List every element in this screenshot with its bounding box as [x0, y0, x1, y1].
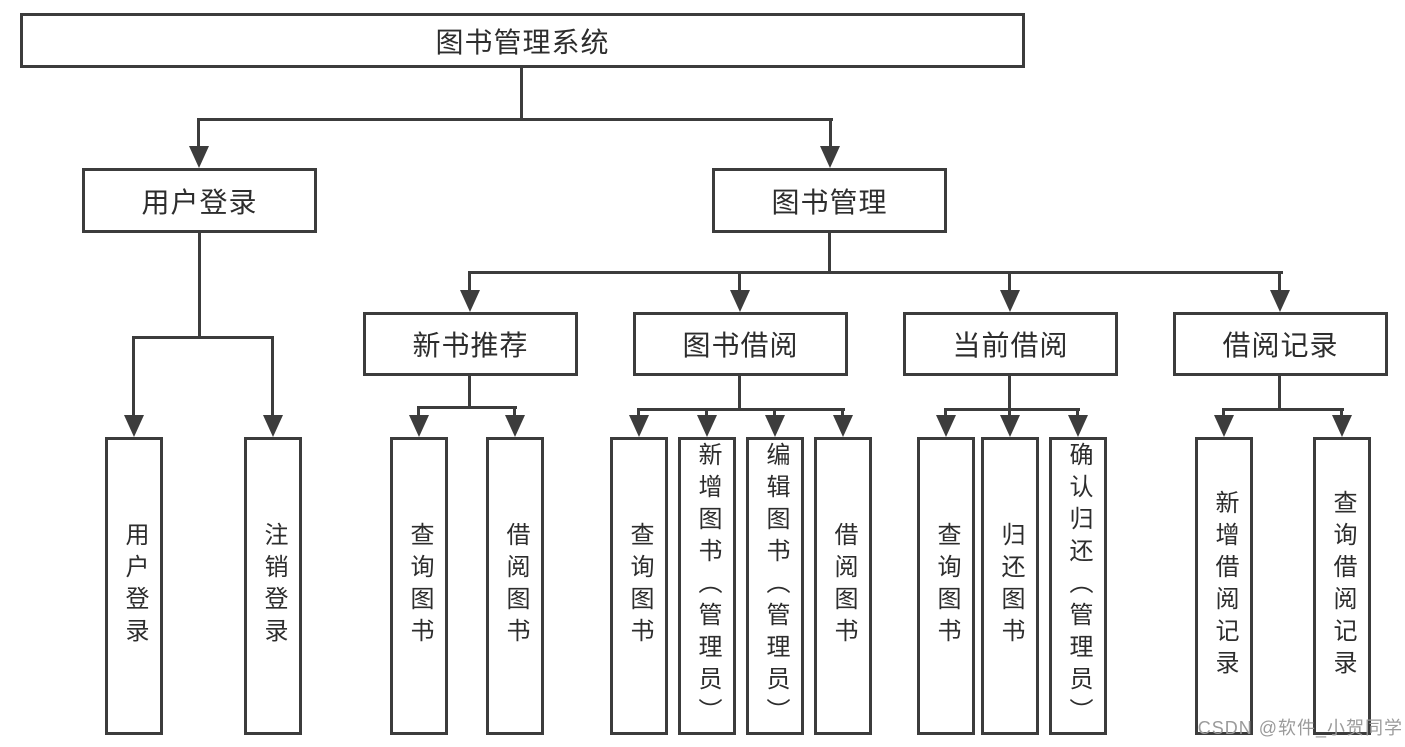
connector-to-currentborrow	[1008, 271, 1011, 292]
connector-to-borrowrecords	[1278, 271, 1281, 292]
node-book-management: 图书管理	[712, 168, 947, 233]
arrowhead-user-login	[189, 146, 209, 168]
connector-to-leaf-userlogin	[132, 336, 135, 417]
arrowhead-nb-borrow	[505, 415, 525, 437]
arrowhead-bookborrow	[730, 290, 750, 312]
arrowhead-bb-add	[697, 415, 717, 437]
connector-to-cb-return	[1008, 408, 1011, 417]
connector-to-br-add	[1222, 408, 1225, 417]
arrowhead-leaf-logout	[263, 415, 283, 437]
connector-to-cb-query	[944, 408, 947, 417]
arrowhead-br-query	[1332, 415, 1352, 437]
connector-to-bb-add	[705, 408, 708, 417]
connector-to-nb-borrow	[513, 406, 516, 417]
arrowhead-bb-borrow	[833, 415, 853, 437]
arrowhead-bb-query	[629, 415, 649, 437]
node-borrow-records: 借阅记录	[1173, 312, 1388, 376]
connector-userlogin-rail	[132, 336, 274, 339]
connector-to-user-login	[197, 118, 200, 148]
connector-to-bookborrow	[738, 271, 741, 292]
connector-root-stem	[520, 68, 523, 118]
connector-bookborrow-rail	[637, 408, 845, 411]
connector-newbooks-stem	[468, 376, 471, 406]
connector-bookmgmt-stem	[828, 233, 831, 271]
leaf-records-query: 查询借阅记录	[1313, 437, 1371, 735]
connector-currentborrow-rail	[944, 408, 1080, 411]
arrowhead-br-add	[1214, 415, 1234, 437]
connector-to-newbooks	[468, 271, 471, 292]
node-current-borrow: 当前借阅	[903, 312, 1118, 376]
arrowhead-leaf-userlogin	[124, 415, 144, 437]
connector-userlogin-stem	[198, 233, 201, 336]
arrowhead-newbooks	[460, 290, 480, 312]
leaf-borrow-add-admin: 新增图书（管理员）	[678, 437, 736, 735]
csdn-watermark: CSDN @软件_小贺同学	[1197, 718, 1403, 738]
leaf-logout: 注销登录	[244, 437, 302, 735]
leaf-newbooks-borrow: 借阅图书	[486, 437, 544, 735]
connector-to-br-query	[1340, 408, 1343, 417]
node-new-book-recommend: 新书推荐	[363, 312, 578, 376]
arrowhead-cb-confirm	[1068, 415, 1088, 437]
node-root: 图书管理系统	[20, 13, 1025, 68]
arrowhead-currentborrow	[1000, 290, 1020, 312]
connector-to-nb-query	[417, 406, 420, 417]
node-book-borrow: 图书借阅	[633, 312, 848, 376]
connector-newbooks-rail	[417, 406, 517, 409]
connector-to-bb-borrow	[841, 408, 844, 417]
arrowhead-borrowrecords	[1270, 290, 1290, 312]
connector-to-bb-query	[637, 408, 640, 417]
leaf-user-login: 用户登录	[105, 437, 163, 735]
connector-to-cb-confirm	[1076, 408, 1079, 417]
arrowhead-cb-return	[1000, 415, 1020, 437]
arrowhead-nb-query	[409, 415, 429, 437]
arrowhead-bb-edit	[765, 415, 785, 437]
arrowhead-cb-query	[936, 415, 956, 437]
connector-bookmgmt-rail	[468, 271, 1283, 274]
leaf-current-confirm-admin: 确认归还（管理员）	[1049, 437, 1107, 735]
connector-borrowrecords-rail	[1222, 408, 1344, 411]
connector-to-book-mgmt	[829, 118, 832, 148]
connector-bookborrow-stem	[738, 376, 741, 408]
leaf-current-return: 归还图书	[981, 437, 1039, 735]
leaf-borrow-query: 查询图书	[610, 437, 668, 735]
connector-currentborrow-stem	[1008, 376, 1011, 408]
arrowhead-book-mgmt	[820, 146, 840, 168]
leaf-borrow-borrow: 借阅图书	[814, 437, 872, 735]
connector-to-leaf-logout	[271, 336, 274, 417]
connector-borrowrecords-stem	[1278, 376, 1281, 408]
leaf-current-query: 查询图书	[917, 437, 975, 735]
leaf-records-add: 新增借阅记录	[1195, 437, 1253, 735]
node-user-login: 用户登录	[82, 168, 317, 233]
connector-to-bb-edit	[773, 408, 776, 417]
connector-root-rail	[197, 118, 833, 121]
leaf-borrow-edit-admin: 编辑图书（管理员）	[746, 437, 804, 735]
leaf-newbooks-query: 查询图书	[390, 437, 448, 735]
